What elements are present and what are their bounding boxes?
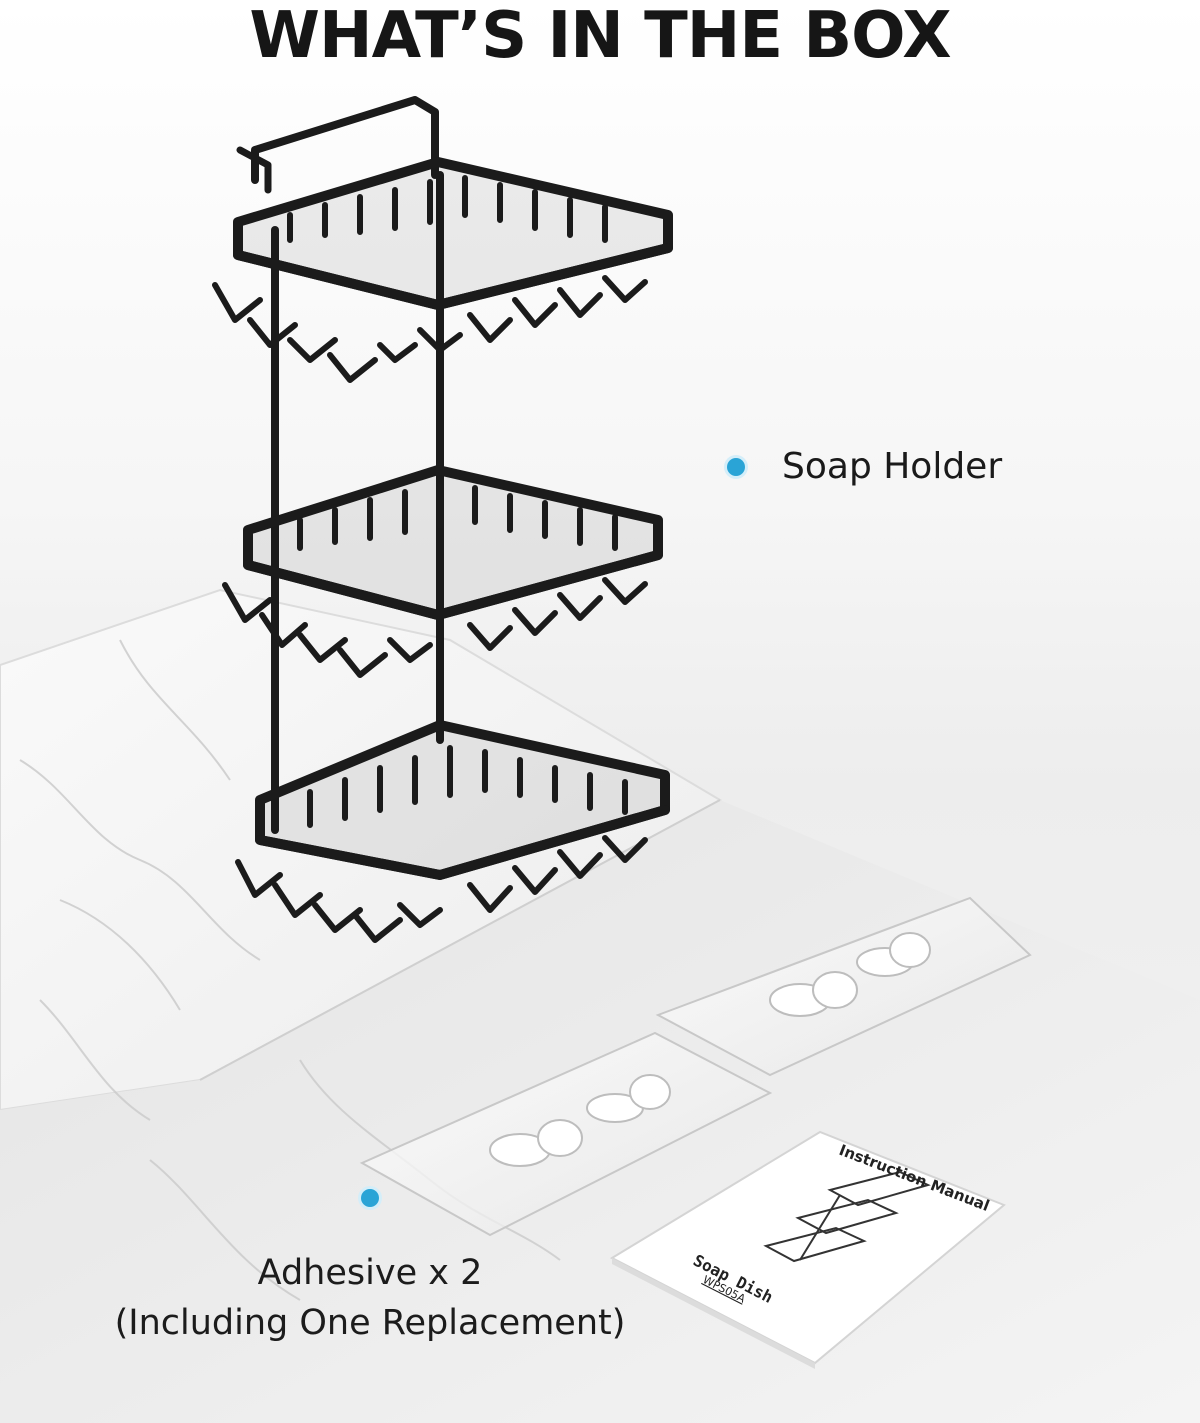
adhesive-plate-back <box>655 896 1032 1077</box>
callout-adhesive-marker <box>361 1189 379 1207</box>
accent-dot-icon <box>727 457 745 476</box>
callout-adhesive: Adhesive x 2 (Including One Replacement) <box>70 1248 670 1348</box>
rack-tier-top <box>212 157 673 383</box>
instruction-manual <box>609 1130 1006 1369</box>
callout-label: Soap Holder <box>782 446 1003 487</box>
callout-label-line1: Adhesive x 2 <box>257 1253 483 1293</box>
manual-rack-illustration <box>763 1170 931 1263</box>
adhesive-plate-front <box>359 1031 773 1237</box>
callout-soap-holder: Soap Holder <box>727 446 1002 487</box>
rack-tier-middle <box>222 465 663 678</box>
callout-label-line2: (Including One Replacement) <box>114 1303 626 1343</box>
soap-holder-rack <box>212 96 673 943</box>
page-title: WHAT’S IN THE BOX <box>249 0 951 73</box>
accent-dot-icon <box>361 1189 379 1207</box>
marble-veins <box>19 639 561 1301</box>
rack-tier-bottom <box>235 720 670 943</box>
